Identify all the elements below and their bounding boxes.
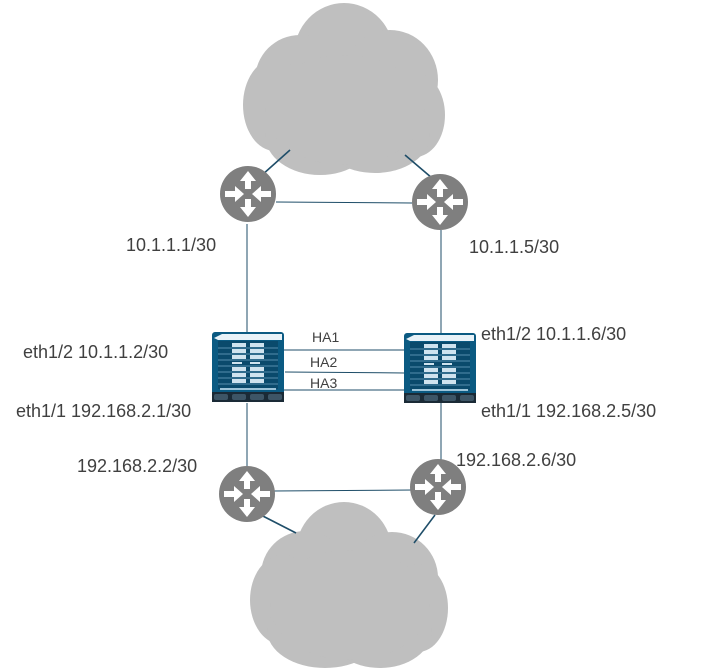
- label-top-left-router-ip: 10.1.1.1/30: [126, 235, 217, 255]
- firewall-left[interactable]: [211, 331, 285, 403]
- label-right-fw-eth11: eth1/1 192.168.2.5/30: [481, 401, 657, 421]
- link-router-br-cloud-bottom: [413, 514, 436, 544]
- router-top-right[interactable]: [412, 174, 468, 230]
- link-router-bl-router-br: [272, 489, 414, 492]
- label-left-fw-eth11: eth1/1 192.168.2.1/30: [16, 401, 192, 421]
- link-router-tl-router-tr: [275, 201, 413, 204]
- label-top-right-router-ip: 10.1.1.5/30: [469, 237, 560, 257]
- cloud-top: [243, 3, 445, 175]
- firewall-right[interactable]: [403, 332, 477, 404]
- router-top-left[interactable]: [220, 166, 276, 222]
- link-ha2: [284, 371, 406, 374]
- label-bottom-right-router-ip: 192.168.2.6/30: [456, 450, 577, 470]
- label-left-fw-eth12: eth1/2 10.1.1.2/30: [23, 342, 169, 362]
- link-cloud-top-router-tr: [404, 154, 433, 179]
- label-bottom-left-router-ip: 192.168.2.2/30: [77, 456, 198, 476]
- label-ha3: HA3: [310, 375, 338, 391]
- label-right-fw-eth12: eth1/2 10.1.1.6/30: [481, 324, 627, 344]
- label-ha1: HA1: [312, 329, 340, 345]
- router-bottom-left[interactable]: [219, 466, 275, 522]
- link-cloud-top-router-tl: [261, 149, 291, 176]
- cloud-bottom: [250, 502, 448, 668]
- label-ha2: HA2: [310, 354, 338, 370]
